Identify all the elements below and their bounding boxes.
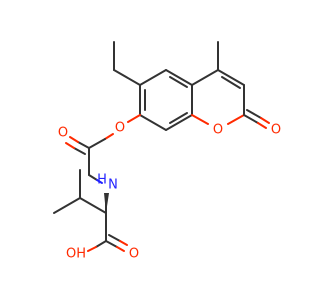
bond bbox=[73, 147, 86, 155]
bond-double-oxygen bbox=[116, 246, 125, 252]
benzene-ring bbox=[139, 69, 193, 131]
bond-double-inner bbox=[221, 76, 241, 89]
hydroxyl-label: OH bbox=[66, 247, 86, 262]
pyranone-ring bbox=[191, 41, 270, 129]
bond-to-oxygen bbox=[127, 114, 141, 123]
bond bbox=[77, 141, 90, 149]
bond-to-oxygen bbox=[227, 114, 245, 125]
bond bbox=[108, 234, 121, 242]
bond bbox=[79, 197, 107, 214]
bond bbox=[88, 174, 98, 181]
bond-to-oxygen bbox=[104, 133, 114, 140]
bond bbox=[165, 69, 193, 86]
bond bbox=[139, 69, 167, 86]
bond-double-oxygen bbox=[119, 240, 128, 246]
bond bbox=[88, 138, 106, 149]
bond-to-nitrogen bbox=[96, 179, 103, 184]
bond bbox=[105, 240, 118, 248]
bond-double-oxygen bbox=[65, 142, 75, 149]
bond-double-oxygen bbox=[257, 122, 267, 129]
amide-oxygen-label: O bbox=[58, 126, 68, 141]
ethyl-group bbox=[113, 41, 141, 86]
bond bbox=[113, 69, 141, 86]
chemical-structure-diagram: O O O O N H OH O bbox=[53, 41, 281, 262]
bond bbox=[53, 197, 81, 214]
bond bbox=[246, 109, 262, 119]
bond-double-oxygen bbox=[260, 117, 270, 124]
bond bbox=[191, 69, 219, 86]
bond-double-inner bbox=[169, 76, 188, 88]
bond-double-inner bbox=[169, 112, 188, 124]
bond bbox=[95, 240, 107, 248]
lactone-oxygen-label: O bbox=[271, 123, 281, 138]
bond-double-oxygen bbox=[69, 136, 79, 143]
bond bbox=[217, 69, 245, 86]
bond bbox=[139, 114, 167, 131]
oxyacetamide-linker bbox=[65, 114, 141, 176]
bond bbox=[243, 114, 259, 124]
valine-residue bbox=[53, 169, 128, 252]
bond bbox=[165, 114, 193, 131]
ring-oxygen-label: O bbox=[213, 123, 223, 138]
bond-to-oxygen bbox=[191, 114, 209, 125]
acid-oxygen-label: O bbox=[129, 247, 139, 262]
amide-nitrogen-label: N bbox=[108, 178, 118, 193]
ether-oxygen-label: O bbox=[115, 121, 125, 136]
amide-hydrogen-label: H bbox=[97, 173, 107, 188]
bond-to-oxygen bbox=[87, 246, 97, 252]
